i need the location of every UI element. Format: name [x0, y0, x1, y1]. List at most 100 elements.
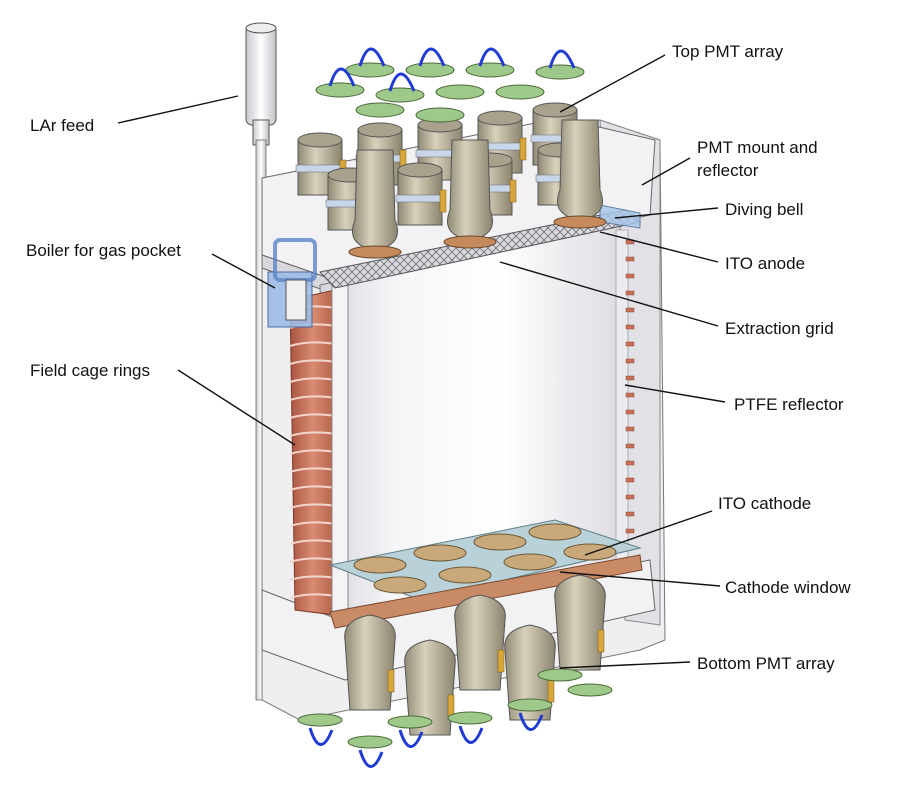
pcb-board — [495, 84, 545, 100]
field-ring — [289, 575, 336, 581]
label-field-cage-rings: Field cage rings — [30, 361, 150, 380]
pmt-cutaway — [352, 149, 398, 251]
field-ring-right — [625, 528, 635, 534]
bottom-pmt-array — [344, 574, 606, 736]
field-ring — [289, 593, 336, 599]
cathode-hole — [373, 576, 427, 594]
pcb-board — [355, 102, 405, 118]
signal-cable — [308, 727, 334, 746]
pcb-board — [387, 715, 433, 729]
label-cathode-window: Cathode window — [725, 578, 851, 597]
field-ring — [289, 341, 336, 347]
signal-cable — [548, 49, 576, 69]
label-top-pmt-array: Top PMT array — [672, 42, 784, 61]
pmt-bottom-tube — [454, 594, 506, 691]
pmt-band — [395, 194, 445, 203]
pmt-bottom-tube — [344, 614, 396, 711]
pcb-board — [297, 713, 343, 727]
spring — [497, 649, 505, 673]
field-ring-right — [625, 477, 635, 483]
label-pmt-mount-line2: reflector — [697, 161, 759, 180]
pmt-window — [553, 215, 607, 229]
spring — [519, 137, 527, 161]
cathode-hole — [353, 556, 407, 574]
cathode-hole — [563, 543, 617, 561]
cathode-hole — [438, 566, 492, 584]
field-ring-right — [625, 341, 635, 347]
label-extraction-grid: Extraction grid — [725, 319, 834, 338]
pcb-board — [465, 62, 515, 78]
pmt-cutaway — [557, 119, 603, 221]
cathode-hole — [413, 544, 467, 562]
pmt-top — [397, 162, 443, 178]
bottom-pcb-cables — [297, 668, 613, 768]
pmt-top — [357, 122, 403, 138]
pcb-board — [537, 668, 583, 682]
signal-cable — [358, 749, 384, 768]
pmt-top — [297, 132, 343, 148]
field-ring-right — [625, 460, 635, 466]
pcb-board — [507, 698, 553, 712]
pcb-board — [535, 64, 585, 80]
spring — [597, 629, 605, 653]
field-ring — [289, 485, 336, 491]
signal-cable — [358, 47, 386, 67]
label-ito-anode: ITO anode — [725, 254, 805, 273]
field-ring — [289, 449, 336, 455]
cathode-hole — [503, 553, 557, 571]
signal-cable — [478, 47, 506, 67]
label-boiler: Boiler for gas pocket — [26, 241, 181, 260]
spring — [387, 669, 395, 693]
pcb-board — [405, 62, 455, 78]
spring — [439, 189, 447, 213]
field-ring — [289, 503, 336, 509]
label-ito-cathode: ITO cathode — [718, 494, 811, 513]
label-bottom-pmt-array: Bottom PMT array — [697, 654, 835, 673]
top-pcb-cables — [315, 47, 585, 123]
pcb-board — [375, 87, 425, 103]
right-field-rings — [625, 239, 635, 534]
field-ring-right — [625, 290, 635, 296]
pmt-window — [443, 235, 497, 249]
cathode-hole — [473, 533, 527, 551]
pmt-bottom-tube — [554, 574, 606, 671]
pcb-board — [347, 735, 393, 749]
field-ring — [289, 521, 336, 527]
field-ring — [289, 431, 336, 437]
pmt-bottom-tube — [404, 639, 456, 736]
field-ring — [289, 467, 336, 473]
field-ring — [289, 395, 336, 401]
label-lar-feed: LAr feed — [30, 116, 94, 135]
field-ring — [289, 359, 336, 365]
field-ring-right — [625, 273, 635, 279]
pmt-bottom-tube — [504, 624, 556, 721]
field-ring-right — [625, 392, 635, 398]
field-ring-right — [625, 307, 635, 313]
signal-cable — [328, 67, 356, 87]
pcb-board — [435, 84, 485, 100]
field-ring-right — [625, 443, 635, 449]
boiler — [267, 238, 317, 328]
field-ring-right — [625, 375, 635, 381]
pmt-cutaway — [447, 139, 493, 241]
field-ring-right — [625, 426, 635, 432]
spring — [509, 179, 517, 203]
field-ring-right — [625, 409, 635, 415]
field-ring — [289, 377, 336, 383]
field-ring-right — [625, 511, 635, 517]
pcb-board — [567, 683, 613, 697]
pmt-top — [532, 102, 578, 118]
cathode-hole — [528, 523, 582, 541]
pcb-board — [415, 107, 465, 123]
spring — [547, 679, 555, 703]
field-ring-right — [625, 256, 635, 262]
field-ring-right — [625, 358, 635, 364]
pcb-board — [315, 82, 365, 98]
signal-cable — [458, 725, 484, 744]
pcb-board — [345, 62, 395, 78]
signal-cable — [388, 72, 416, 92]
label-pmt-mount-line1: PMT mount and — [697, 138, 818, 157]
pmt-window — [348, 245, 402, 259]
